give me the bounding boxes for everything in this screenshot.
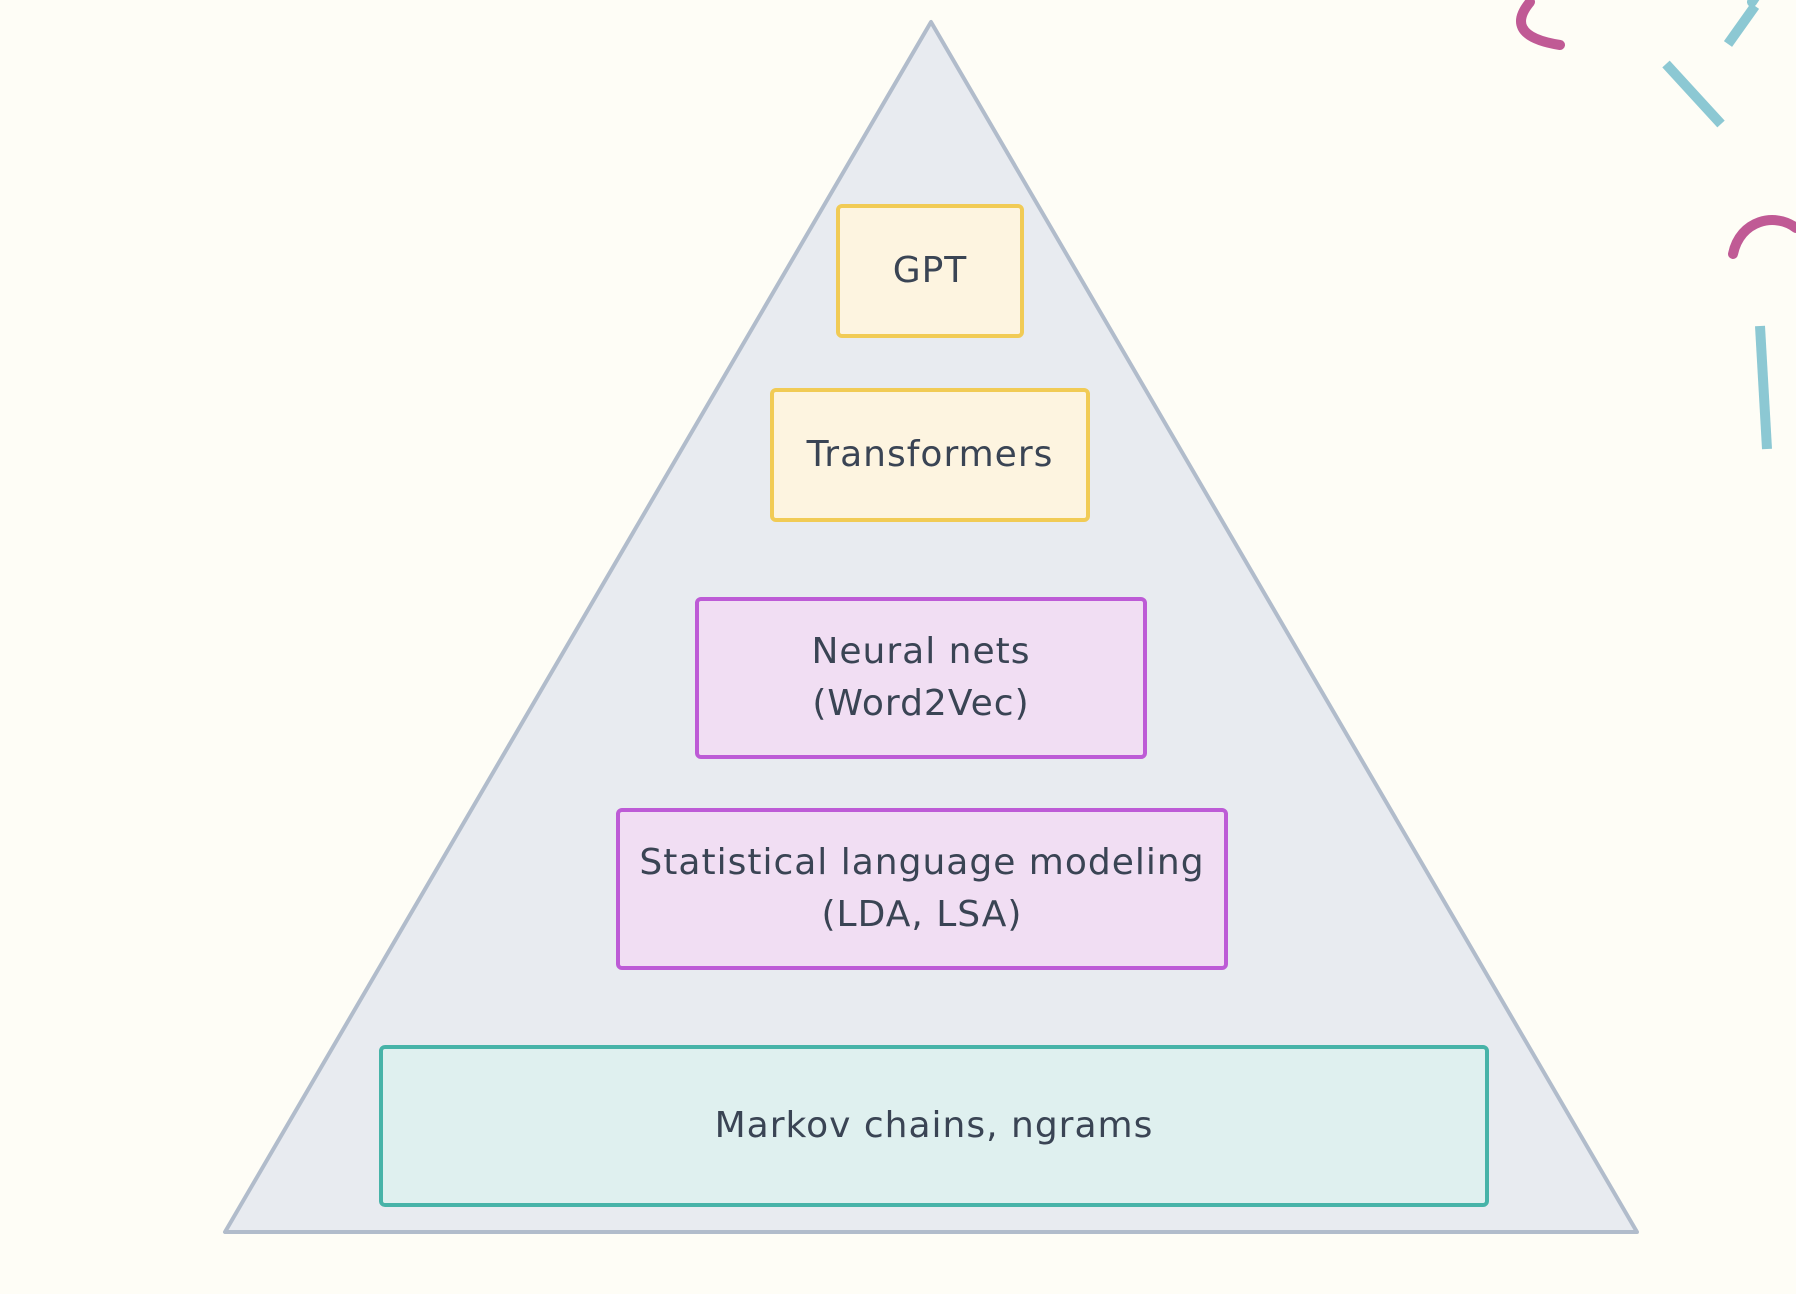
level-markov-label: Markov chains, ngrams	[714, 1105, 1154, 1146]
decoration-teal-dash-1	[1747, 0, 1760, 7]
level-markov-chains: Markov chains, ngrams	[379, 1045, 1489, 1207]
level-neural-nets-line-2: (Word2Vec)	[812, 683, 1030, 724]
level-neural-nets: Neural nets (Word2Vec)	[695, 597, 1147, 759]
level-gpt-label: GPT	[892, 250, 968, 291]
decoration-teal-dash-4	[1755, 325, 1772, 450]
decoration-teal-dash-3	[1662, 60, 1725, 128]
level-transformers-label: Transformers	[806, 434, 1054, 475]
level-statistical-line-1: Statistical language modeling	[639, 842, 1205, 883]
level-statistical-line-2: (LDA, LSA)	[821, 894, 1023, 935]
level-neural-nets-line-1: Neural nets	[811, 631, 1031, 672]
level-statistical-language-modeling: Statistical language modeling (LDA, LSA)	[616, 808, 1228, 970]
level-transformers: Transformers	[770, 388, 1090, 522]
decoration-pink-arc-top	[1516, 0, 1565, 50]
decoration-pink-arc-right	[1728, 215, 1796, 259]
level-gpt: GPT	[836, 204, 1024, 338]
decoration-teal-dash-2	[1723, 3, 1760, 47]
